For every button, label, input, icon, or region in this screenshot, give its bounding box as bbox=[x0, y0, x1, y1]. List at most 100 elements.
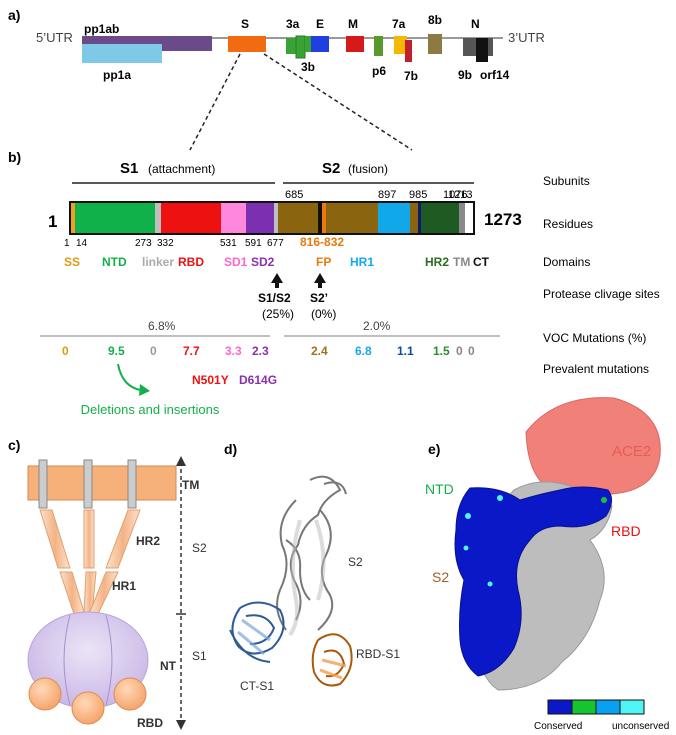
structure-rbd-s1: RBD-S1 bbox=[356, 647, 400, 661]
bar-linker bbox=[155, 202, 161, 234]
bar-outline bbox=[69, 201, 475, 235]
bar-cd-gap bbox=[410, 202, 418, 234]
bar-tm bbox=[459, 202, 465, 234]
legend-swatch-1 bbox=[547, 699, 573, 715]
residue-start: 1 bbox=[48, 212, 57, 231]
group-pct-s1: 6.8% bbox=[148, 319, 176, 333]
panel-label-b: b) bbox=[8, 149, 21, 165]
residue-b-332: 332 bbox=[157, 238, 174, 249]
membrane-tm bbox=[27, 465, 177, 501]
hr2-helix-3 bbox=[105, 509, 141, 569]
g3b-label: 3b bbox=[301, 60, 315, 74]
m-gene bbox=[346, 36, 364, 52]
residue-897: 897 bbox=[378, 189, 396, 201]
surface-rbd: RBD bbox=[611, 523, 641, 539]
unconserved-patch-2 bbox=[497, 495, 503, 501]
rbd-ball-3 bbox=[113, 677, 147, 711]
cleavage-s2prime: S2’ bbox=[310, 291, 328, 305]
s1-subtitle: (attachment) bbox=[148, 162, 215, 176]
panel-label-e: e) bbox=[428, 441, 440, 457]
nt-seam-1 bbox=[63, 614, 71, 706]
conservation-legend: Conserved unconserved bbox=[534, 699, 669, 732]
voc-cd: 1.1 bbox=[397, 344, 414, 358]
bar-ct bbox=[465, 202, 474, 234]
cleavage-s2prime-pct: (0%) bbox=[311, 307, 336, 321]
schematic-hr1: HR1 bbox=[112, 579, 136, 593]
structure-ct-s1: CT-S1 bbox=[240, 679, 274, 693]
curved-arrow-icon bbox=[117, 363, 141, 391]
domain-ntd: NTD bbox=[102, 255, 127, 269]
s2-ribbon bbox=[276, 475, 347, 631]
domain-linker: linker bbox=[142, 255, 174, 269]
n-label: N bbox=[471, 17, 480, 31]
spike-domain-bar bbox=[69, 201, 475, 235]
bar-sd2 bbox=[246, 202, 274, 234]
group-pct-s2: 2.0% bbox=[363, 319, 391, 333]
g7a-label: 7a bbox=[392, 17, 406, 31]
domain-tm: TM bbox=[453, 255, 470, 269]
pp1a-label: pp1a bbox=[103, 68, 131, 82]
voc-fp: 2.4 bbox=[311, 344, 328, 358]
residue-b-531: 531 bbox=[220, 238, 237, 249]
residue-1076: 1076 bbox=[443, 189, 467, 201]
row-label-voc: VOC Mutations (%) bbox=[543, 331, 646, 345]
s1-title: S1 bbox=[120, 160, 138, 177]
bar-ntd bbox=[75, 202, 155, 234]
g7b-label: 7b bbox=[404, 69, 418, 83]
unconserved-patch-1 bbox=[465, 513, 471, 519]
s2-ribbon-fill bbox=[288, 519, 326, 637]
residue-end: 1273 bbox=[484, 210, 522, 229]
p6-gene bbox=[374, 36, 383, 56]
row-label-subunits: Subunits bbox=[543, 174, 590, 188]
cleavage-s1s2: S1/S2 bbox=[258, 291, 291, 305]
residue-b-591: 591 bbox=[245, 238, 262, 249]
bar-hr2 bbox=[421, 202, 459, 234]
surface-ntd: NTD bbox=[425, 481, 454, 497]
bar-gap bbox=[274, 202, 278, 234]
unconserved-patch-3 bbox=[601, 497, 607, 503]
bar-sd1 bbox=[221, 202, 246, 234]
g7b-gene bbox=[405, 40, 412, 62]
domain-fp: FP bbox=[316, 255, 331, 269]
gene-3a bbox=[286, 38, 296, 54]
voc-hr2: 1.5 bbox=[433, 344, 450, 358]
legend-swatch-2 bbox=[571, 699, 597, 715]
s2prime-arrow-icon bbox=[314, 273, 326, 288]
nt-seam-2 bbox=[105, 614, 113, 706]
p6-label: p6 bbox=[372, 64, 386, 78]
cleavage-s1s2-pct: (25%) bbox=[262, 307, 294, 321]
residue-985: 985 bbox=[409, 189, 427, 201]
e-label: E bbox=[316, 17, 324, 31]
g3a-label: 3a bbox=[286, 17, 300, 31]
s-gene bbox=[228, 36, 266, 52]
s2-subtitle: (fusion) bbox=[348, 162, 388, 176]
conserved-surface bbox=[454, 486, 612, 677]
m-label: M bbox=[348, 17, 358, 31]
pp1a-gene bbox=[82, 44, 162, 63]
fp-range: 816-832 bbox=[300, 235, 344, 249]
bar-s2 bbox=[278, 202, 378, 234]
schematic-tm: TM bbox=[182, 478, 199, 492]
ct-s1-sheets bbox=[237, 618, 271, 656]
domain-hr1: HR1 bbox=[350, 255, 374, 269]
voc-tm: 0 bbox=[456, 344, 463, 358]
bar-hr1 bbox=[378, 202, 410, 234]
voc-sd1: 3.3 bbox=[225, 344, 242, 358]
voc-ct: 0 bbox=[468, 344, 475, 358]
bar-rbd bbox=[161, 202, 221, 234]
legend-swatch-3 bbox=[595, 699, 621, 715]
domain-sd1: SD1 bbox=[224, 255, 248, 269]
legend-swatch-4 bbox=[619, 699, 645, 715]
tm-anchor-1 bbox=[38, 459, 48, 509]
zoom-line-left bbox=[189, 53, 241, 151]
utr5-label: 5’UTR bbox=[36, 30, 73, 45]
axis-arrow-bottom-icon bbox=[176, 720, 186, 730]
mutation-n501y: N501Y bbox=[192, 373, 229, 387]
voc-sd2: 2.3 bbox=[252, 344, 269, 358]
voc-rbd: 7.7 bbox=[183, 344, 200, 358]
panel-b-spike: b) S1 (attachment) S2 (fusion) 685 897 9… bbox=[8, 149, 660, 417]
hr1-helix-1 bbox=[59, 571, 85, 615]
legend-conserved: Conserved bbox=[534, 721, 582, 732]
e-gene bbox=[311, 36, 329, 52]
